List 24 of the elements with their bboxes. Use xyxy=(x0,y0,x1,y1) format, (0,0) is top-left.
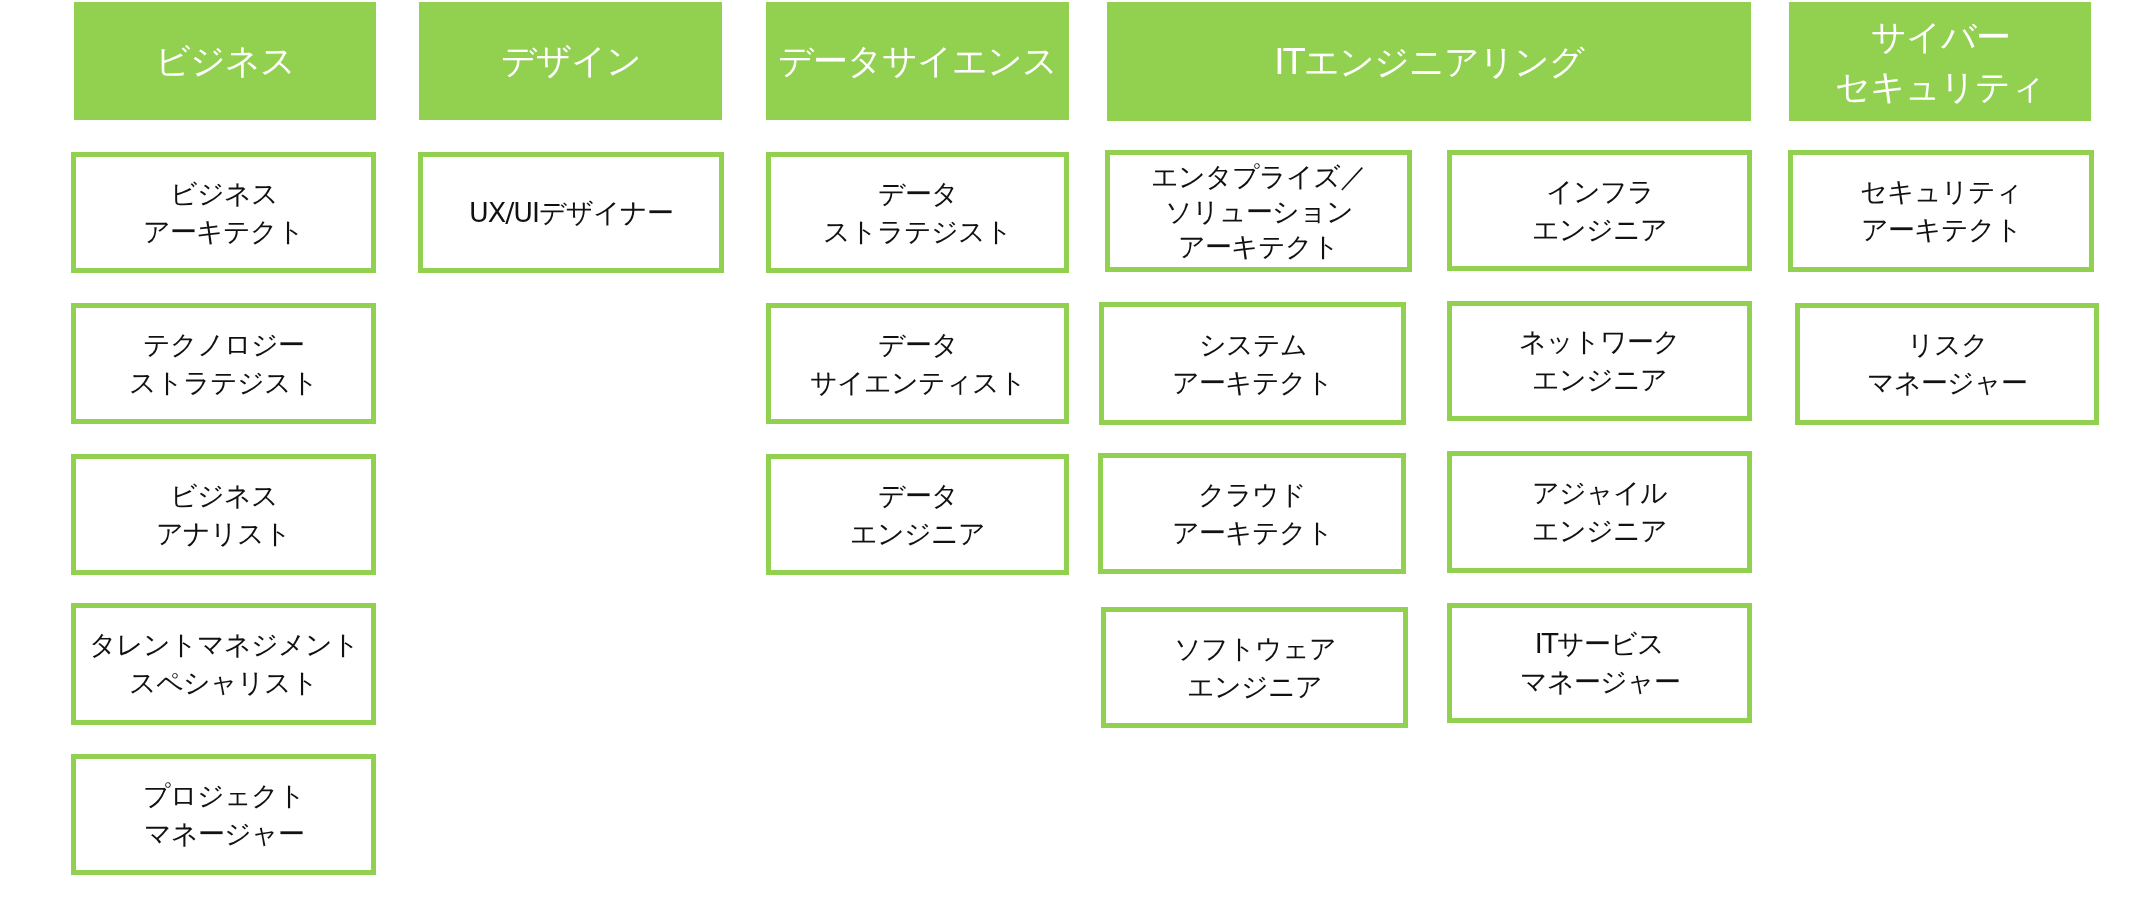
role-box: UX/UIデザイナー xyxy=(418,152,724,273)
role-box: テクノロジーストラテジスト xyxy=(71,303,376,424)
role-box: データサイエンティスト xyxy=(766,303,1069,424)
category-header: ITエンジニアリング xyxy=(1107,2,1751,121)
role-box: アジャイルエンジニア xyxy=(1447,451,1752,573)
role-box: エンタプライズ／ソリューションアーキテクト xyxy=(1105,150,1412,272)
role-box: クラウドアーキテクト xyxy=(1098,453,1406,574)
role-box: インフラエンジニア xyxy=(1447,150,1752,271)
category-header: デザイン xyxy=(419,2,722,120)
role-box: ソフトウェアエンジニア xyxy=(1101,607,1408,728)
category-header: データサイエンス xyxy=(766,2,1069,120)
role-box: データエンジニア xyxy=(766,454,1069,575)
role-box: システムアーキテクト xyxy=(1099,302,1406,425)
role-box: データストラテジスト xyxy=(766,152,1069,273)
role-box: プロジェクトマネージャー xyxy=(71,754,376,875)
role-box: タレントマネジメントスペシャリスト xyxy=(71,603,376,725)
role-box: ビジネスアーキテクト xyxy=(71,152,376,273)
role-box: ネットワークエンジニア xyxy=(1447,301,1752,421)
role-box: ビジネスアナリスト xyxy=(71,454,376,575)
category-header: ビジネス xyxy=(74,2,376,120)
role-box: リスクマネージャー xyxy=(1795,303,2099,425)
role-box: ITサービスマネージャー xyxy=(1447,603,1752,723)
role-box: セキュリティアーキテクト xyxy=(1788,150,2094,272)
category-header: サイバーセキュリティ xyxy=(1789,2,2091,121)
